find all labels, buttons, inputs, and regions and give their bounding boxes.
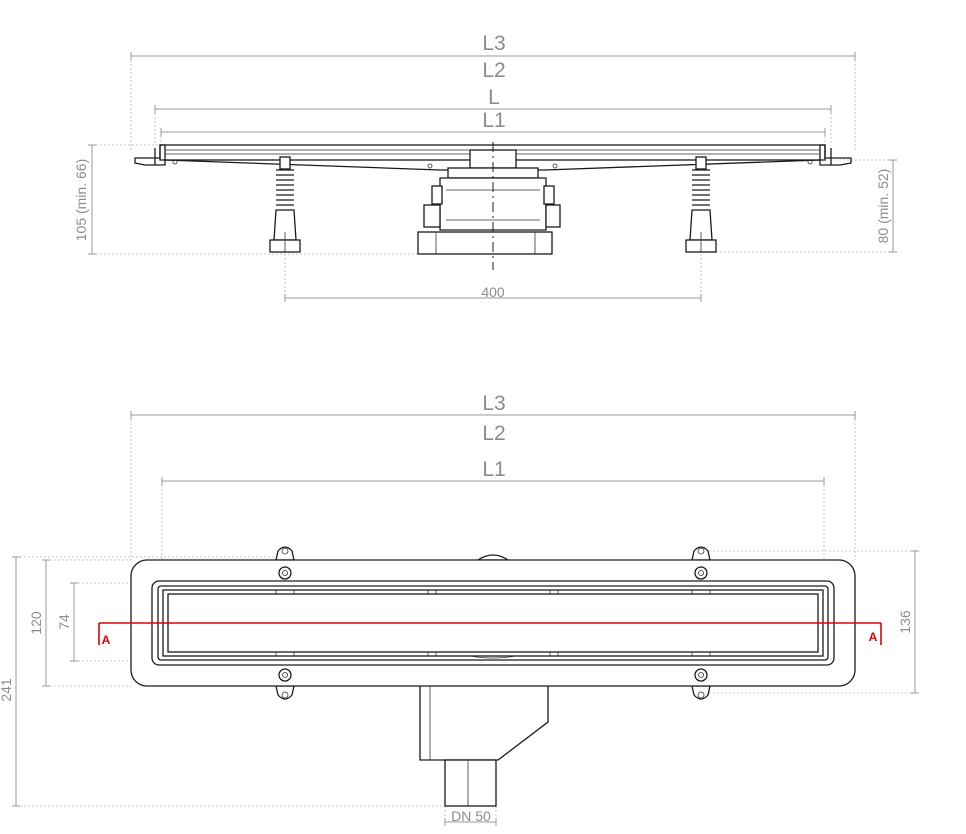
top-view: L3 L2 L1 241 120 74 136 DN 50 [0, 392, 919, 826]
side-left-leveling-foot [269, 156, 301, 253]
side-siphon-assembly [417, 142, 561, 270]
side-dimension-lines [88, 52, 897, 302]
top-dimension-lines [12, 411, 919, 826]
side-dim-L3: L3 [482, 32, 505, 55]
top-outlet-pipe [419, 686, 549, 807]
top-dim-L3: L3 [482, 392, 505, 415]
side-dim-L: L [488, 86, 500, 109]
top-dim-total-height: 241 [0, 678, 14, 702]
side-dim-L1: L1 [482, 109, 505, 132]
side-view: L3 L2 L L1 105 (min. 66) 80 (min. 52) 40… [73, 32, 897, 302]
top-dim-L1: L1 [482, 458, 505, 481]
side-dim-feet-spacing: 400 [481, 284, 505, 300]
section-label-left: A [102, 633, 111, 647]
top-dim-outer-width: 120 [28, 611, 44, 635]
section-line-a-a [98, 622, 882, 645]
side-dim-height-right: 80 (min. 52) [875, 169, 891, 244]
top-dim-flange-width: 136 [897, 610, 913, 634]
top-dim-grate-width: 74 [56, 614, 72, 630]
side-right-leveling-foot [685, 156, 717, 253]
top-dim-outlet: DN 50 [451, 808, 491, 824]
top-mounting-lugs [275, 546, 711, 700]
top-dim-L2: L2 [482, 422, 505, 445]
side-dim-height-left: 105 (min. 66) [73, 159, 89, 241]
section-label-right: A [869, 630, 878, 644]
side-dim-L2: L2 [482, 59, 505, 82]
